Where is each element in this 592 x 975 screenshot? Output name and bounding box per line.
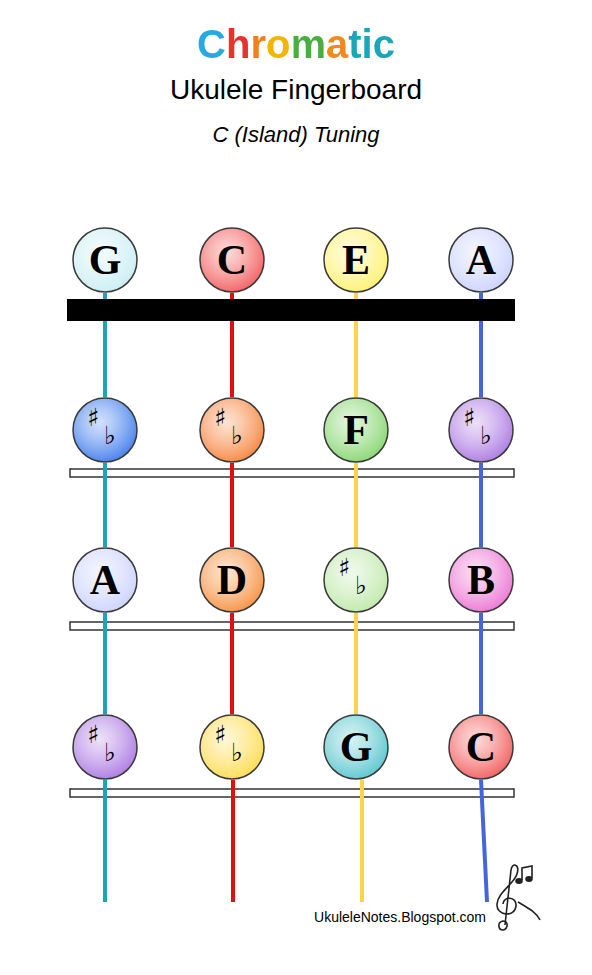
flat-sign: ♭ [231,739,243,767]
circle-fill [449,398,513,462]
sharp-sign: ♯ [338,554,350,582]
string-tail [231,780,235,902]
string-segment [354,613,358,714]
circle-fill [324,548,388,612]
watermark: UkuleleNotes.Blogspot.com [280,909,486,925]
circle-border [449,398,513,462]
string-segment [479,613,483,714]
string-tail [481,780,487,902]
circle-fill [449,548,513,612]
circle-fill [73,548,137,612]
note-circle: ♯♭ [323,547,389,613]
circle-fill [449,715,513,779]
circle-border [324,228,388,292]
circle-fill [200,715,264,779]
note-circle: B [448,547,514,613]
note-name: C [199,227,265,293]
circle-border [449,715,513,779]
string-tail [360,780,364,902]
circle-fill [200,228,264,292]
string-tail [103,780,107,902]
flat-sign: ♭ [104,422,116,450]
note-name: C [448,714,514,780]
subtitle: C (Island) Tuning [0,122,592,148]
circle-border [200,398,264,462]
note-name: A [72,547,138,613]
string-segment [230,463,234,547]
title-row: Chromatic [0,20,592,68]
sharp-sign: ♯ [87,721,99,749]
note-circle: C [199,227,265,293]
flat-sign: ♭ [355,572,367,600]
note-circle: ♯♭ [199,714,265,780]
note-circle: E [323,227,389,293]
circle-fill [200,548,264,612]
circle-border [324,548,388,612]
string-segment [230,613,234,714]
note-circle: G [323,714,389,780]
note-name: D [199,547,265,613]
circle-fill [324,228,388,292]
subtitle: Ukulele Fingerboard [0,74,592,106]
note-circle: ♯♭ [72,714,138,780]
note-circle: ♯♭ [199,397,265,463]
note-name: G [323,714,389,780]
string-segment [479,463,483,547]
circle-border [200,228,264,292]
string-segment [103,463,107,547]
string-segment [354,463,358,547]
circle-border [324,398,388,462]
note-name: E [323,227,389,293]
note-circle: ♯♭ [448,397,514,463]
circle-fill [324,715,388,779]
circle-border [200,548,264,612]
clef-icon [497,865,540,930]
note-name: G [72,227,138,293]
circle-border [73,548,137,612]
note-circle: A [72,547,138,613]
circle-border [200,715,264,779]
sharp-sign: ♯ [214,404,226,432]
sharp-sign: ♯ [214,721,226,749]
note-circle: ♯♭ [72,397,138,463]
note-name: B [448,547,514,613]
note-circle: A [448,227,514,293]
fret [70,469,514,477]
sharp-sign: ♯ [87,404,99,432]
circle-fill [73,398,137,462]
flat-sign: ♭ [231,422,243,450]
fret [70,622,514,630]
note-name: F [323,397,389,463]
circle-border [449,548,513,612]
note-circle: G [72,227,138,293]
title: Chromatic [197,20,395,68]
note-name: A [448,227,514,293]
circle-fill [73,228,137,292]
circle-border [73,398,137,462]
note-circle: D [199,547,265,613]
fret [70,789,514,797]
sharp-sign: ♯ [463,404,475,432]
circle-fill [449,228,513,292]
circle-fill [200,398,264,462]
nut [67,299,515,321]
circle-fill [73,715,137,779]
flat-sign: ♭ [104,739,116,767]
circle-border [324,715,388,779]
circle-fill [324,398,388,462]
circle-border [449,228,513,292]
circle-border [73,228,137,292]
string-segment [103,613,107,714]
note-circle: C [448,714,514,780]
flat-sign: ♭ [480,422,492,450]
circle-border [73,715,137,779]
note-circle: F [323,397,389,463]
